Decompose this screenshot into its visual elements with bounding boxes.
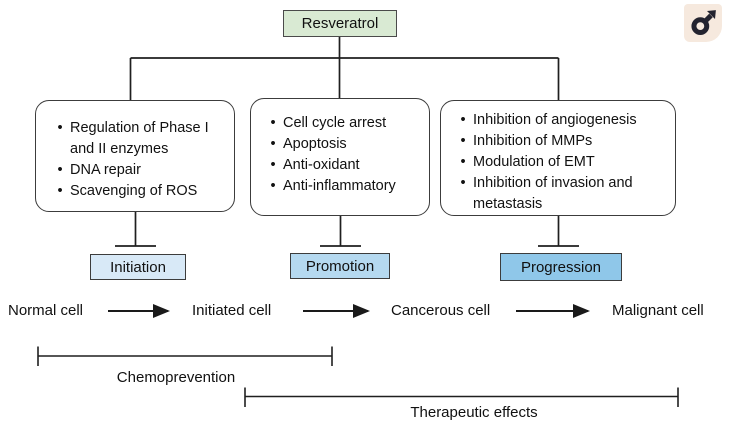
cell-label-initiated: Initiated cell: [192, 302, 272, 319]
bullet-item: DNA repair: [50, 160, 226, 181]
bullet-item: Anti-oxidant: [263, 155, 423, 176]
bullet-list: Inhibition of angiogenesis Inhibition of…: [453, 110, 669, 215]
bullet-item: Regulation of Phase I and II enzymes: [50, 118, 226, 160]
branch-box-progression-effects: Inhibition of angiogenesis Inhibition of…: [440, 100, 676, 216]
bullet-item: Inhibition of MMPs: [453, 131, 669, 152]
chemoprevention-label: Chemoprevention: [116, 369, 236, 386]
inhibition-connectors: [115, 212, 579, 247]
therapeutic-effects-label: Therapeutic effects: [410, 404, 538, 421]
branch-box-initiation-effects: Regulation of Phase I and II enzymes DNA…: [35, 100, 235, 212]
bullet-item: Inhibition of invasion and metastasis: [453, 173, 669, 215]
title-box-resveratrol: Resveratrol: [283, 10, 397, 37]
logo: [684, 4, 722, 42]
bullet-item: Scavenging of ROS: [50, 181, 226, 202]
cell-label-normal: Normal cell: [8, 302, 84, 319]
bullet-item: Inhibition of angiogenesis: [453, 110, 669, 131]
chemoprevention-bracket: [37, 346, 333, 366]
stage-box-promotion: Promotion: [290, 253, 390, 279]
therapeutic-bracket: [244, 387, 679, 407]
male-symbol-icon: [691, 10, 716, 35]
bullet-list: Cell cycle arrest Apoptosis Anti-oxidant…: [263, 113, 423, 197]
cell-label-cancerous: Cancerous cell: [391, 302, 491, 319]
bullet-item: Apoptosis: [263, 134, 423, 155]
bullet-list: Regulation of Phase I and II enzymes DNA…: [50, 118, 226, 202]
stage-box-initiation: Initiation: [90, 254, 186, 280]
bullet-item: Cell cycle arrest: [263, 113, 423, 134]
stage-label: Progression: [520, 258, 602, 276]
tree-connectors: [129, 37, 560, 100]
stage-label: Promotion: [305, 257, 375, 275]
stage-label: Initiation: [110, 258, 166, 276]
branch-box-promotion-effects: Cell cycle arrest Apoptosis Anti-oxidant…: [250, 98, 430, 216]
bullet-item: Modulation of EMT: [453, 152, 669, 173]
title-label: Resveratrol: [301, 15, 379, 32]
stage-box-progression: Progression: [500, 253, 622, 281]
bullet-item: Anti-inflammatory: [263, 176, 423, 197]
cell-label-malignant: Malignant cell: [612, 302, 704, 319]
